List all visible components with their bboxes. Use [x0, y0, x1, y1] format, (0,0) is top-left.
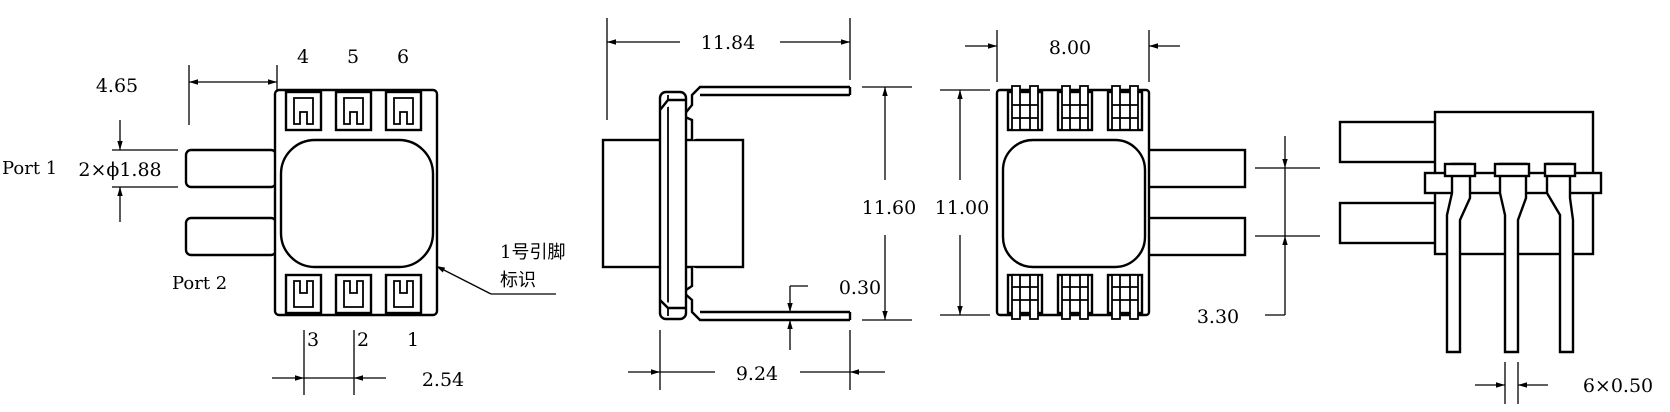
side-view: 11.84 11.60 0.30 9.24	[601, 18, 916, 390]
port-1-label: Port 1	[2, 158, 57, 179]
pin-number-5: 5	[347, 46, 359, 68]
bottom-pad-top-3	[1106, 85, 1144, 132]
end-lead-1	[1443, 162, 1477, 354]
dimension-8-00: 8.00	[965, 30, 1180, 82]
pin-4-pad	[284, 90, 323, 132]
pin-1-marker-label-line2: 标识	[500, 270, 536, 291]
dimension-11-00: 11.00	[935, 89, 990, 316]
pin-number-1: 1	[407, 329, 419, 351]
bottom-port-1-tube	[1143, 148, 1247, 189]
port-2-tube	[184, 216, 278, 257]
dimension-9-24: 9.24	[628, 330, 885, 390]
bottom-pad-top-2	[1056, 85, 1094, 132]
bottom-view: 8.00 11.00 3.30	[935, 30, 1320, 328]
bottom-pad-top-1	[1006, 85, 1044, 132]
dim-6x0-50-text: 6×0.50	[1583, 375, 1653, 397]
end-lead-2	[1493, 162, 1531, 354]
dimension-11-84: 11.84	[606, 18, 851, 120]
dimension-2-54: 2.54	[272, 330, 464, 395]
dim-0-30-text: 0.30	[839, 277, 881, 299]
dimension-6x0-50: 6×0.50	[1475, 362, 1653, 404]
pin-number-3: 3	[307, 329, 319, 351]
top-view: 4 5 6 3 2 1 4.65 2×ϕ1.88 Port 1 Port 2 1…	[2, 46, 565, 395]
port-1-tube	[184, 148, 278, 189]
dim-11-00-text: 11.00	[935, 197, 989, 219]
side-bottom-lead	[681, 267, 852, 322]
end-port-1-tube	[1338, 120, 1442, 164]
dimension-0-30: 0.30	[787, 277, 881, 350]
port-2-label: Port 2	[172, 273, 227, 294]
pin-5-pad	[334, 90, 373, 132]
pin-1-marker-callout: 1号引脚 标识	[435, 242, 565, 295]
dimension-4-65: 4.65	[96, 65, 278, 125]
bottom-pad-bottom-2	[1056, 273, 1094, 320]
top-pin-row	[284, 90, 423, 132]
pressure-chamber	[279, 138, 435, 269]
bottom-chamber	[1001, 138, 1147, 269]
dimension-3-30: 3.30	[1197, 136, 1320, 328]
bottom-pad-bottom-1	[1006, 273, 1044, 320]
dim-8-00-text: 8.00	[1049, 37, 1091, 59]
pin-number-6: 6	[397, 46, 409, 68]
dim-2-54-text: 2.54	[422, 369, 464, 391]
dimension-11-60: 11.60	[862, 86, 916, 321]
end-view: 6×0.50	[1338, 110, 1653, 404]
dim-11-60-text: 11.60	[862, 197, 916, 219]
bottom-port-2-tube	[1143, 216, 1247, 257]
pin-6-pad	[384, 90, 423, 132]
dim-port-diameter-text: 2×ϕ1.88	[78, 159, 161, 181]
dim-11-84-text: 11.84	[701, 32, 755, 54]
end-lead-3	[1543, 162, 1577, 354]
bottom-pin-row	[284, 273, 423, 315]
dimension-port-diameter: 2×ϕ1.88	[78, 120, 178, 222]
pin-3-pad	[284, 273, 323, 315]
pin-1-pad	[384, 273, 423, 315]
pin-number-4: 4	[297, 46, 309, 68]
side-lead-frame	[658, 90, 688, 321]
pin-1-marker-label-line1: 1号引脚	[500, 242, 565, 263]
dim-9-24-text: 9.24	[736, 363, 778, 385]
dim-3-30-text: 3.30	[1197, 306, 1239, 328]
dim-4-65-text: 4.65	[96, 75, 138, 97]
side-top-lead	[681, 85, 852, 140]
pin-2-pad	[334, 273, 373, 315]
end-port-2-tube	[1338, 201, 1442, 245]
bottom-view-bottom-pads	[1006, 273, 1144, 320]
pin-number-2: 2	[357, 329, 369, 351]
bottom-view-top-pads	[1006, 85, 1144, 132]
bottom-pad-bottom-3	[1106, 273, 1144, 320]
